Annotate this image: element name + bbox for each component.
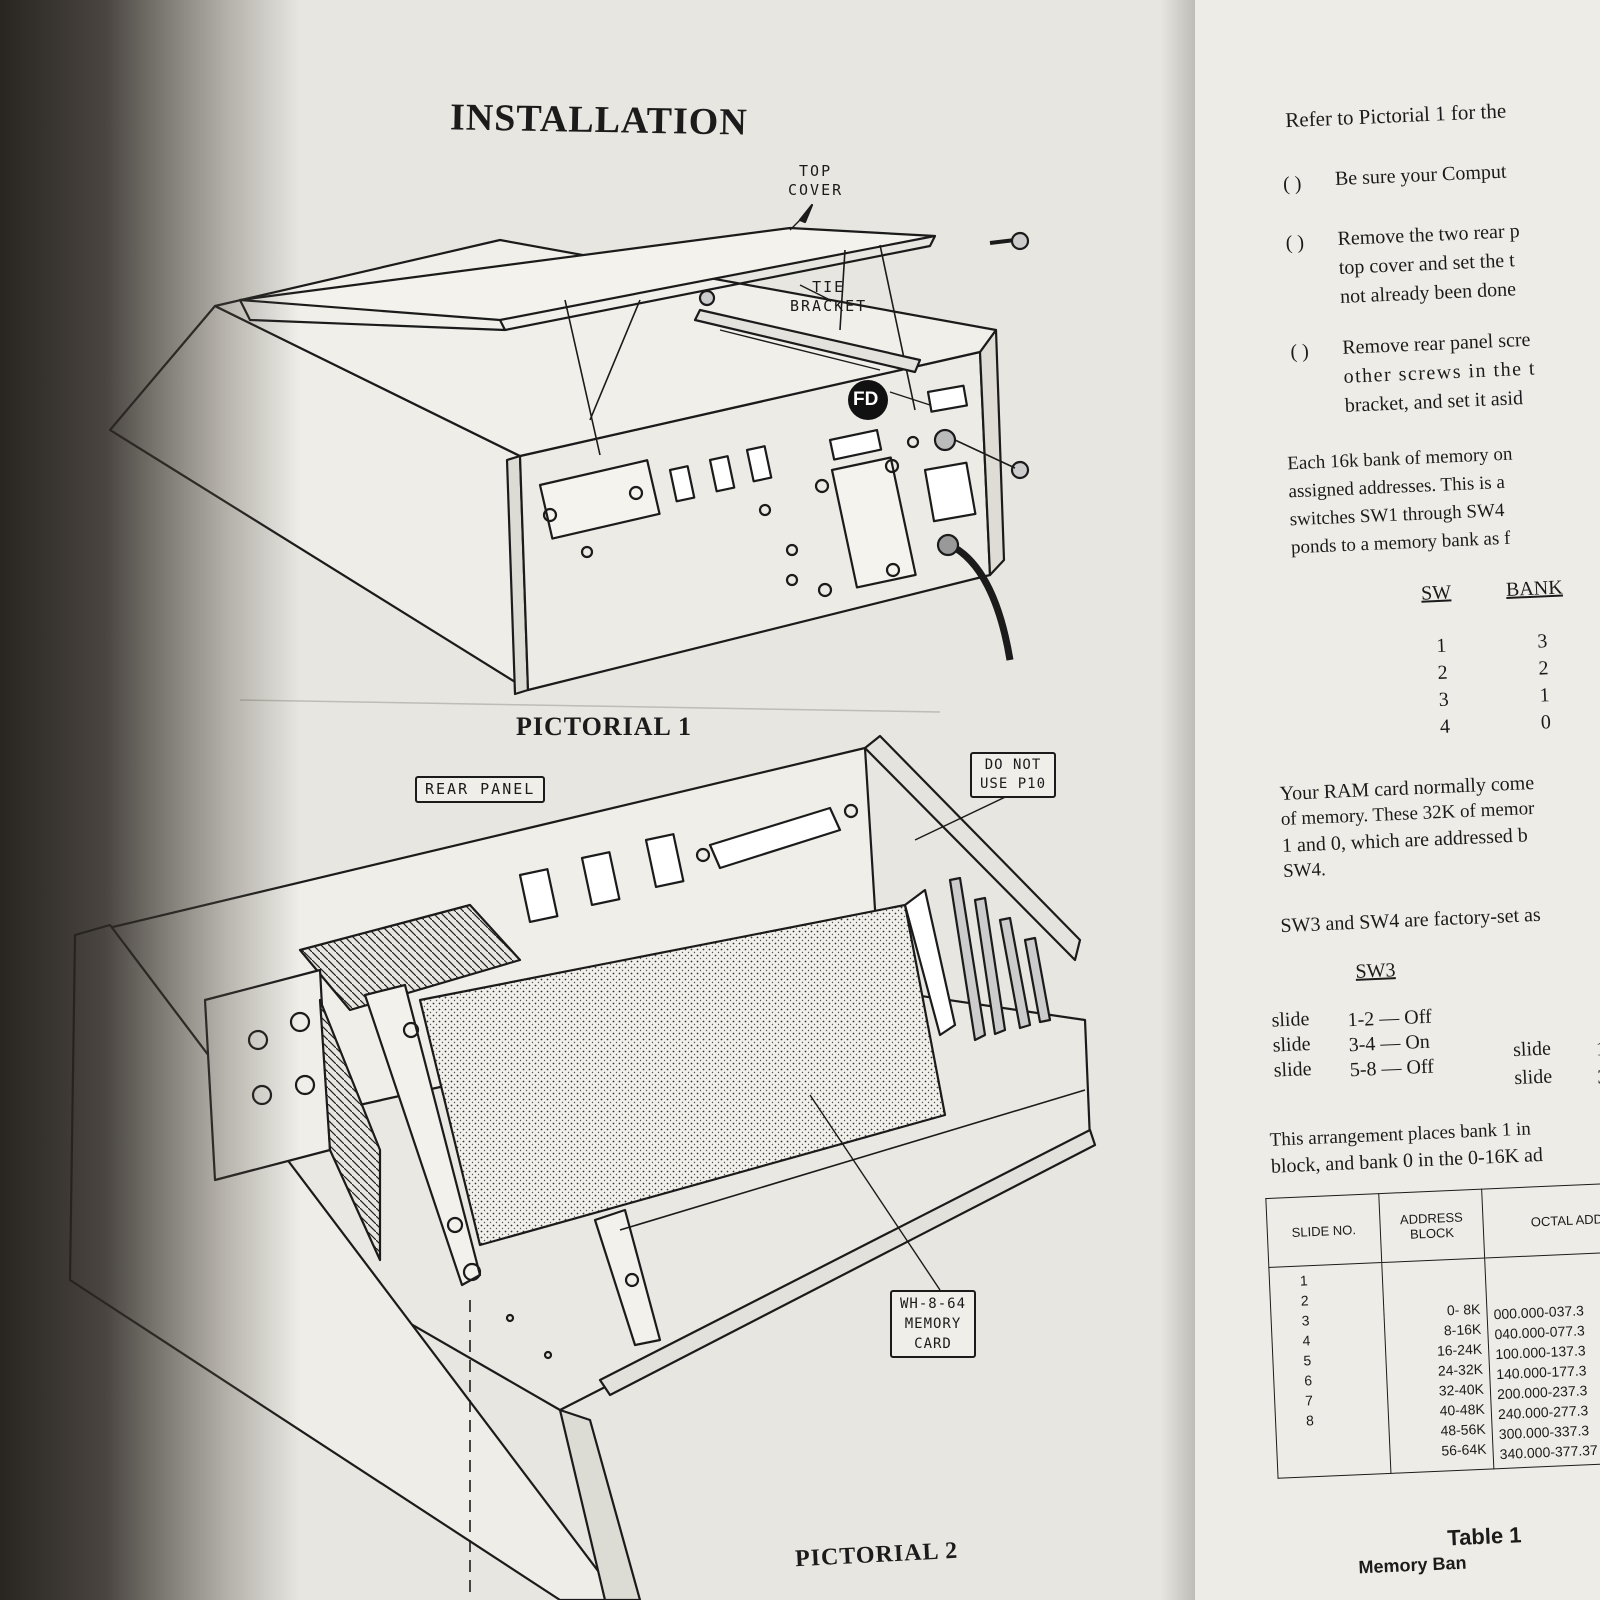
sw-row-4-bank: 0 bbox=[1540, 711, 1552, 734]
address-block-header: ADDRESS BLOCK bbox=[1378, 1189, 1485, 1263]
tie-bracket-line-1: TIE bbox=[812, 278, 846, 296]
octal-address-column: 000.000-037.3 040.000-077.3 100.000-137.… bbox=[1484, 1249, 1600, 1469]
octal-address-header: OCTAL ADDRESS bbox=[1481, 1180, 1600, 1259]
sw4-row-2-label: slide bbox=[1513, 1065, 1553, 1090]
step-3-line-3: bracket, and set it asid bbox=[1344, 387, 1524, 417]
table-caption: Table 1 bbox=[1446, 1522, 1522, 1551]
para1-line-1: Each 16k bank of memory on bbox=[1286, 443, 1513, 475]
hand-shadow bbox=[0, 0, 300, 1600]
step-2-line-1: Remove the two rear p bbox=[1337, 220, 1521, 250]
slide-no-header: SLIDE NO. bbox=[1265, 1193, 1382, 1268]
do-not-use-line-2: USE P10 bbox=[980, 776, 1047, 792]
intro-text: Refer to Pictorial 1 for the bbox=[1284, 98, 1507, 133]
sw-row-2-bank: 2 bbox=[1538, 657, 1549, 680]
left-page: INSTALLATION bbox=[0, 0, 1195, 1600]
para1-line-2: assigned addresses. This is a bbox=[1288, 471, 1506, 503]
memory-card-line-3: CARD bbox=[914, 1336, 952, 1352]
tie-bracket-line-2: BRACKET bbox=[790, 297, 868, 315]
pictorial-2-drawing bbox=[68, 734, 1097, 1600]
step-2-line-2: top cover and set the t bbox=[1338, 249, 1516, 279]
memory-card-line-2: MEMORY bbox=[904, 1316, 962, 1332]
checkbox-3: ( ) bbox=[1289, 340, 1310, 364]
pictorial-1-caption: PICTORIAL 1 bbox=[516, 712, 692, 741]
right-page-content: Refer to Pictorial 1 for the ( ) Be sure… bbox=[1195, 0, 1600, 1598]
sw3-row-2-label: slide bbox=[1272, 1032, 1311, 1057]
step-3-line-2: other screws in the t bbox=[1343, 357, 1537, 388]
memory-card-line-1: WH-8-64 bbox=[900, 1296, 967, 1312]
sw-header: SW bbox=[1420, 581, 1452, 605]
sw-row-3-bank: 1 bbox=[1539, 684, 1551, 707]
do-not-use-line-1: DO NOT bbox=[984, 757, 1042, 773]
sw-row-2-sw: 2 bbox=[1437, 661, 1449, 685]
table-row: 8 bbox=[1305, 1412, 1315, 1429]
para2-line-4: SW4. bbox=[1282, 859, 1327, 882]
sw3-row-1-label: slide bbox=[1271, 1007, 1310, 1032]
pictorial-illustrations bbox=[68, 203, 1097, 1600]
sw3-row-3-label: slide bbox=[1273, 1057, 1312, 1082]
sw3-label: SW3 bbox=[1355, 959, 1396, 983]
checkbox-2: ( ) bbox=[1285, 231, 1305, 255]
address-block-column: 0- 8K 8-16K 16-24K 24-32K 32-40K 40-48K … bbox=[1381, 1258, 1494, 1474]
checkbox-1: ( ) bbox=[1282, 172, 1302, 196]
book-gutter bbox=[1160, 0, 1195, 1600]
step-2-line-3: not already been done bbox=[1339, 278, 1517, 308]
slide-no-column: 1 2 3 4 5 6 7 8 bbox=[1268, 1262, 1391, 1479]
para1-line-4: ponds to a memory bank as f bbox=[1290, 527, 1511, 559]
table-body-row: 1 2 3 4 5 6 7 8 0- 8K 8-16K 16-24K 24-32… bbox=[1268, 1249, 1600, 1479]
memory-card-callout: WH-8-64 MEMORY CARD bbox=[890, 1290, 977, 1358]
memory-bank-table: SLIDE NO. ADDRESS BLOCK OCTAL ADDRESS 1 … bbox=[1265, 1180, 1600, 1479]
do-not-use-p10-callout: DO NOT USE P10 bbox=[970, 752, 1057, 798]
sw3-row-3-value: 5-8 — Off bbox=[1349, 1055, 1435, 1082]
right-page: Refer to Pictorial 1 for the ( ) Be sure… bbox=[1195, 0, 1600, 1600]
step-3-line-1: Remove rear panel scre bbox=[1341, 328, 1531, 359]
para1-line-3: switches SW1 through SW4 bbox=[1289, 500, 1505, 531]
sw-row-3-sw: 3 bbox=[1438, 688, 1450, 712]
sw-row-4-sw: 4 bbox=[1439, 715, 1451, 738]
sw4-row-1-label: slide bbox=[1512, 1037, 1552, 1062]
top-cover-line-1: TOP bbox=[799, 162, 833, 180]
bank-header: BANK bbox=[1505, 576, 1564, 601]
sw4-row-1-value: 1- bbox=[1595, 1037, 1600, 1061]
paragraph-3: SW3 and SW4 are factory-set as bbox=[1279, 903, 1542, 938]
table-row: 56-64K bbox=[1441, 1440, 1487, 1459]
sw3-row-1-value: 1-2 — Off bbox=[1347, 1005, 1433, 1032]
sw-row-1-sw: 1 bbox=[1435, 634, 1447, 658]
top-cover-callout: TOP COVER bbox=[788, 162, 843, 200]
fd-badge: FD bbox=[853, 389, 879, 410]
rear-panel-callout: REAR PANEL bbox=[415, 776, 546, 803]
step-1-line-1: Be sure your Comput bbox=[1334, 160, 1507, 191]
top-cover-line-2: COVER bbox=[788, 181, 844, 199]
sw-row-1-bank: 3 bbox=[1536, 630, 1548, 653]
table-subcaption: Memory Ban bbox=[1358, 1552, 1467, 1578]
tie-bracket-callout: TIE BRACKET bbox=[790, 278, 867, 316]
sw3-row-2-value: 3-4 — On bbox=[1348, 1030, 1431, 1057]
